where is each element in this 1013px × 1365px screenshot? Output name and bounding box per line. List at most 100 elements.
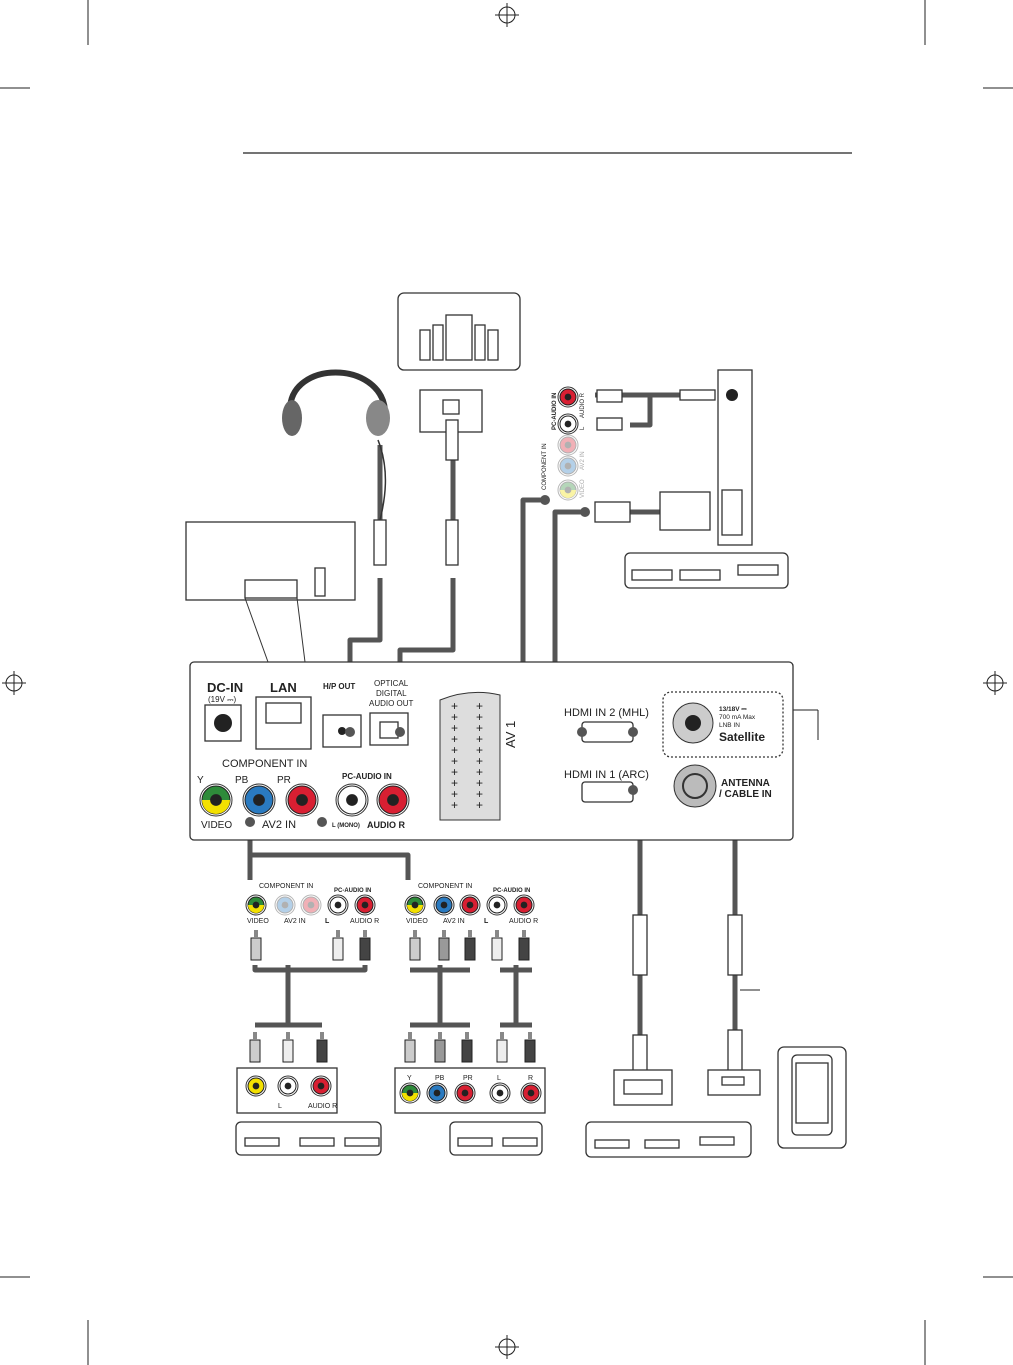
hdmi-plug-2 bbox=[727, 914, 743, 976]
side-pr-jack bbox=[557, 434, 579, 456]
panel-labels: DC-IN (19V ⎓) LAN H/P OUT OPTICAL DIGITA… bbox=[197, 679, 772, 831]
plug-body bbox=[438, 937, 450, 961]
antenna-label-2: / CABLE IN bbox=[719, 789, 772, 800]
cable-end-dot bbox=[345, 727, 355, 737]
side-pb-jack bbox=[557, 455, 579, 477]
component-pr-jack bbox=[285, 783, 319, 817]
hdmi1-port bbox=[581, 781, 634, 803]
rca-plug bbox=[359, 930, 371, 961]
lnb-rating-3: LNB IN bbox=[719, 722, 740, 729]
scart-pin: + bbox=[451, 765, 458, 779]
mini-pr-jack bbox=[300, 894, 322, 916]
optical-plug bbox=[445, 419, 459, 461]
headphone-cup-left bbox=[282, 400, 302, 436]
speaker-icon bbox=[487, 329, 499, 361]
plug-tip bbox=[320, 1032, 324, 1040]
scart-pin: + bbox=[476, 721, 483, 735]
plug-body bbox=[496, 1039, 508, 1063]
pc-side-panel-labels: PC-AUDIO IN AUDIO R L COMPONENT IN AV2 I… bbox=[542, 392, 586, 498]
rca-plug-red bbox=[596, 389, 623, 403]
zoom-line bbox=[296, 597, 306, 663]
rca-plug bbox=[316, 1032, 328, 1063]
pc-audio-in-label: PC-AUDIO IN bbox=[334, 888, 371, 894]
device-l-jack bbox=[489, 1082, 511, 1104]
av-audio-r-jack bbox=[310, 1075, 332, 1097]
jack-hole bbox=[493, 901, 501, 909]
l-label: L bbox=[497, 1075, 501, 1082]
video-label: VIDEO bbox=[580, 479, 586, 498]
plug-tip bbox=[408, 1032, 412, 1040]
jack-yellow-half bbox=[402, 1093, 418, 1101]
pr-label: PR bbox=[277, 775, 291, 786]
l-mono-label: L (MONO) bbox=[332, 823, 360, 829]
av-video-jack bbox=[245, 1075, 267, 1097]
component-pb-jack bbox=[242, 783, 276, 817]
jack-hole bbox=[564, 462, 572, 470]
jack-yellow-half bbox=[560, 490, 576, 498]
component-in-label: COMPONENT IN bbox=[222, 758, 307, 770]
lnb-rating-1: 13/18V ⎓ bbox=[719, 706, 747, 713]
micro-usb-plug bbox=[727, 1029, 743, 1076]
rca-plug bbox=[409, 930, 421, 961]
scart-pin: + bbox=[476, 732, 483, 746]
cable-end-dot bbox=[628, 785, 638, 795]
jack-hole bbox=[361, 901, 369, 909]
jack-hole bbox=[317, 1082, 325, 1090]
dc-in-label: DC-IN bbox=[207, 680, 243, 695]
device-y-jack bbox=[399, 1082, 421, 1104]
l-label: L bbox=[325, 918, 330, 925]
jack-body bbox=[559, 436, 577, 454]
side-audio-r-jack bbox=[557, 386, 579, 408]
antenna-port bbox=[673, 764, 717, 808]
pc-audio-r-jack bbox=[376, 783, 410, 817]
headphones-icon bbox=[287, 369, 388, 411]
mini-l-jack bbox=[486, 894, 508, 916]
rca-plug bbox=[249, 1032, 261, 1063]
l-label: L bbox=[484, 918, 489, 925]
speaker-icon bbox=[445, 314, 473, 361]
av-device-l-label: L bbox=[278, 1103, 282, 1110]
plug-tip bbox=[363, 930, 367, 938]
optical-out-window bbox=[379, 721, 399, 739]
av-device-audio-r-label: AUDIO R bbox=[308, 1103, 337, 1110]
mini-video-jack bbox=[245, 894, 267, 916]
plug-tip bbox=[286, 1032, 290, 1040]
rca-plug bbox=[491, 930, 503, 961]
optical-label-3: AUDIO OUT bbox=[369, 699, 414, 708]
plug-body bbox=[359, 937, 371, 961]
mini-r-jack bbox=[513, 894, 535, 916]
jack-hole bbox=[307, 901, 315, 909]
plug-tip bbox=[528, 1032, 532, 1040]
rca-plug-white bbox=[596, 417, 623, 431]
cable-end-dot bbox=[395, 727, 405, 737]
scart-pin: + bbox=[476, 710, 483, 724]
video-label: VIDEO bbox=[247, 918, 269, 925]
smartphone-screen bbox=[795, 1062, 829, 1124]
speaker-icon bbox=[419, 329, 431, 361]
jack-hole bbox=[564, 393, 572, 401]
jack-hole bbox=[252, 901, 260, 909]
scart-pin: + bbox=[451, 732, 458, 746]
jack-hole bbox=[281, 901, 289, 909]
plug-tip bbox=[438, 1032, 442, 1040]
dvi-plug bbox=[659, 491, 711, 531]
video-label: VIDEO bbox=[201, 820, 232, 831]
hp-out-hole bbox=[338, 727, 346, 735]
optical-label-2: DIGITAL bbox=[376, 689, 407, 698]
rca-plug bbox=[282, 1032, 294, 1063]
plug-tip bbox=[465, 1032, 469, 1040]
av2-in-label: AV2 IN bbox=[580, 451, 586, 470]
pc-audio-l-jack bbox=[335, 783, 369, 817]
jack-hole bbox=[252, 1082, 260, 1090]
scart-pin: + bbox=[476, 787, 483, 801]
device-icon bbox=[502, 1137, 538, 1147]
pr-label: PR bbox=[463, 1075, 473, 1082]
optical-plug-lower bbox=[445, 519, 459, 566]
jack-hole bbox=[253, 794, 265, 806]
av2-in-label: AV2 IN bbox=[443, 918, 465, 925]
laptop-icon bbox=[737, 564, 779, 576]
audio-r-label: AUDIO R bbox=[367, 820, 406, 830]
r-label: R bbox=[528, 1075, 533, 1082]
plug-tip bbox=[495, 930, 499, 938]
